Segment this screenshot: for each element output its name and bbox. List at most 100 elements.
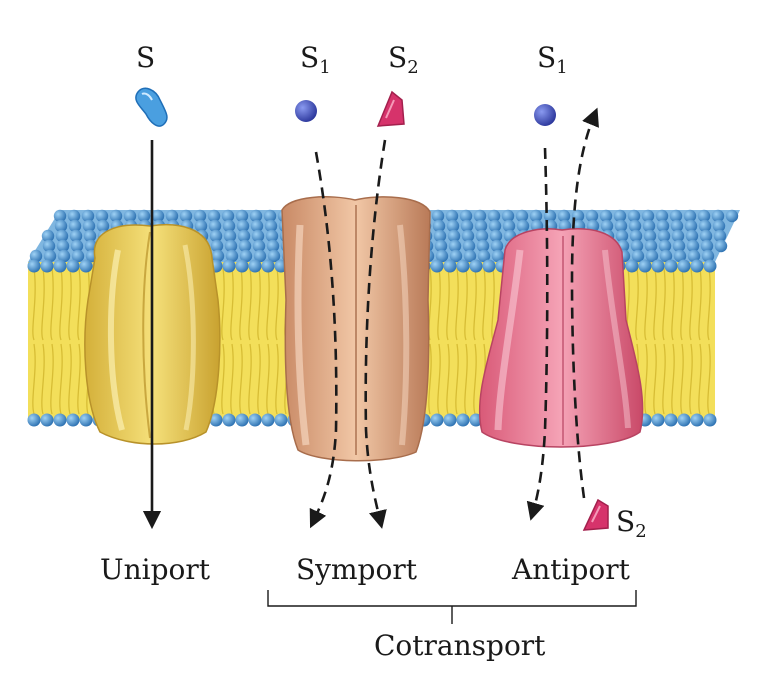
- head-group-icon: [448, 239, 462, 253]
- head-group-icon: [585, 209, 599, 223]
- head-group-icon: [109, 209, 123, 223]
- head-group-icon: [53, 413, 67, 427]
- head-group-icon: [208, 219, 222, 233]
- head-group-icon: [474, 219, 488, 233]
- head-group-icon: [235, 209, 249, 223]
- substrate-S1-antiport-molecule: [534, 104, 556, 126]
- head-group-icon: [79, 413, 93, 427]
- head-group-icon: [449, 249, 463, 263]
- head-group-icon: [462, 239, 476, 253]
- head-group-icon: [237, 229, 251, 243]
- head-group-icon: [690, 413, 704, 427]
- head-group-icon: [501, 209, 515, 223]
- head-group-icon: [699, 229, 713, 243]
- caption-cotransport: Cotransport: [374, 629, 546, 662]
- head-group-icon: [651, 413, 665, 427]
- head-group-icon: [712, 219, 726, 233]
- head-group-icon: [643, 229, 657, 243]
- head-group-icon: [515, 209, 529, 223]
- head-group-icon: [475, 229, 489, 243]
- head-group-icon: [67, 209, 81, 223]
- head-group-icon: [165, 209, 179, 223]
- head-group-icon: [40, 259, 54, 273]
- head-group-icon: [235, 259, 249, 273]
- head-group-icon: [516, 219, 530, 233]
- antiport-s2-arrow: [570, 107, 599, 499]
- head-group-icon: [644, 239, 658, 253]
- head-group-icon: [225, 249, 239, 263]
- antiport-protein: [478, 228, 644, 448]
- head-group-icon: [267, 249, 281, 263]
- head-group-icon: [96, 219, 110, 233]
- substrate-S2-antiport-molecule: [582, 498, 609, 531]
- head-group-icon: [266, 239, 280, 253]
- head-group-icon: [83, 229, 97, 243]
- head-group-icon: [645, 249, 659, 263]
- head-group-icon: [488, 219, 502, 233]
- head-group-icon: [27, 413, 41, 427]
- head-group-icon: [443, 259, 457, 273]
- head-group-icon: [261, 259, 275, 273]
- head-group-icon: [630, 239, 644, 253]
- head-group-icon: [502, 219, 516, 233]
- head-group-icon: [250, 219, 264, 233]
- head-group-icon: [703, 259, 717, 273]
- head-group-icon: [274, 413, 288, 427]
- head-group-icon: [684, 219, 698, 233]
- substrate-S2-symport-molecule: [376, 90, 405, 127]
- head-group-icon: [711, 209, 725, 223]
- head-group-icon: [631, 249, 645, 263]
- caption-uniport: Uniport: [100, 553, 211, 586]
- head-group-icon: [265, 229, 279, 243]
- head-group-icon: [701, 249, 715, 263]
- head-group-icon: [615, 229, 629, 243]
- substrate-S1-symport-molecule: [295, 100, 317, 122]
- head-group-icon: [658, 239, 672, 253]
- head-group-icon: [54, 219, 68, 233]
- head-group-icon: [66, 413, 80, 427]
- head-group-icon: [685, 229, 699, 243]
- head-group-icon: [263, 209, 277, 223]
- head-group-icon: [461, 229, 475, 243]
- head-group-icon: [221, 209, 235, 223]
- head-group-icon: [71, 249, 85, 263]
- head-group-icon: [430, 259, 444, 273]
- head-group-icon: [432, 219, 446, 233]
- head-group-icon: [659, 249, 673, 263]
- head-group-icon: [70, 239, 84, 253]
- head-group-icon: [69, 229, 83, 243]
- head-group-icon: [238, 239, 252, 253]
- head-group-icon: [264, 219, 278, 233]
- head-group-icon: [261, 413, 275, 427]
- head-group-icon: [638, 259, 652, 273]
- head-group-icon: [434, 239, 448, 253]
- head-group-icon: [179, 209, 193, 223]
- head-group-icon: [42, 239, 56, 253]
- head-group-icon: [433, 229, 447, 243]
- head-group-icon: [29, 249, 43, 263]
- head-group-icon: [703, 413, 717, 427]
- head-group-icon: [248, 259, 262, 273]
- head-group-icon: [224, 239, 238, 253]
- head-group-icon: [435, 249, 449, 263]
- head-group-icon: [473, 209, 487, 223]
- head-group-icon: [27, 259, 41, 273]
- label-symport-S2: S2: [388, 41, 419, 78]
- label-symport-S1: S1: [300, 41, 331, 78]
- head-group-icon: [657, 229, 671, 243]
- head-group-icon: [252, 239, 266, 253]
- head-group-icon: [193, 209, 207, 223]
- head-group-icon: [223, 229, 237, 243]
- head-group-icon: [239, 249, 253, 263]
- head-group-icon: [235, 413, 249, 427]
- caption-symport: Symport: [296, 553, 417, 586]
- cotransport-bracket: [267, 590, 637, 624]
- head-group-icon: [456, 259, 470, 273]
- head-group-icon: [656, 219, 670, 233]
- head-group-icon: [669, 209, 683, 223]
- head-group-icon: [725, 209, 739, 223]
- head-group-icon: [625, 259, 639, 273]
- head-group-icon: [614, 219, 628, 233]
